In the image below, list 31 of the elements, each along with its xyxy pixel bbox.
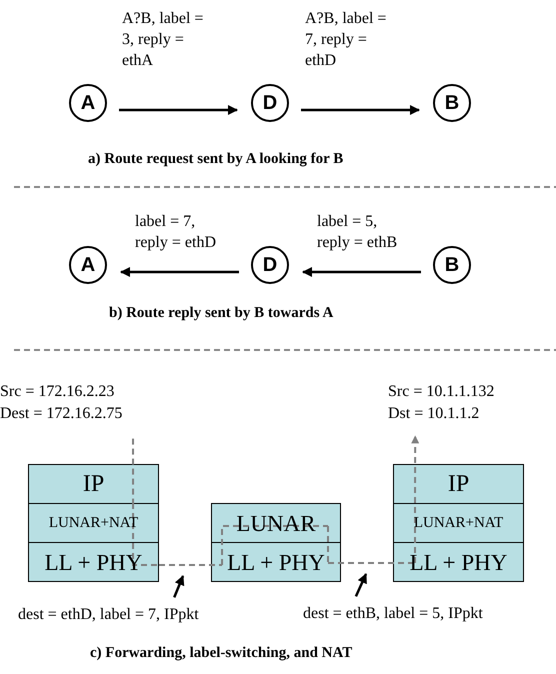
frame-label: dest = ethB, label = 5, IPpkt (303, 604, 483, 624)
protocol-stack (393, 464, 524, 582)
panel-caption: a) Route request sent by A looking for B (88, 151, 344, 168)
node-circle: B (433, 246, 471, 284)
address-text: Src = 172.16.2.23 (0, 382, 116, 402)
arrow (119, 105, 238, 115)
packet-path (327, 526, 329, 563)
packet-path (411, 435, 420, 503)
packet-path (159, 564, 222, 566)
node-circle: D (251, 246, 289, 284)
frame-label: dest = ethD, label = 7, IPpkt (18, 605, 199, 625)
address-text: Dst = 10.1.1.2 (388, 404, 480, 424)
panel-caption: c) Forwarding, label-switching, and NAT (90, 645, 352, 662)
node-circle: A (69, 246, 107, 284)
packet-path (328, 562, 415, 564)
arrow (120, 267, 239, 277)
address-text: Src = 10.1.1.132 (388, 382, 494, 402)
arrow (173, 575, 184, 598)
node-circle: D (251, 84, 289, 122)
packet-path (132, 543, 159, 566)
packet-path (221, 525, 328, 565)
arrow (301, 105, 420, 115)
node-circle: B (433, 84, 471, 122)
packet-path (132, 438, 134, 503)
node-circle: A (69, 84, 107, 122)
protocol-stack (28, 464, 159, 582)
panel-caption: b) Route reply sent by B towards A (109, 305, 334, 322)
arrow (354, 573, 368, 597)
arrow (302, 267, 421, 277)
protocol-stack (211, 503, 341, 582)
address-text: Dest = 172.16.2.75 (0, 404, 122, 424)
